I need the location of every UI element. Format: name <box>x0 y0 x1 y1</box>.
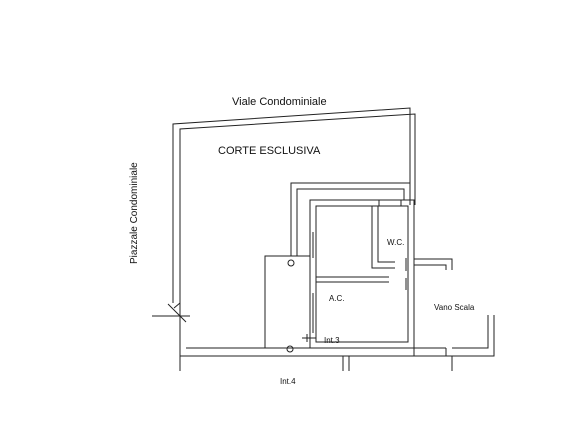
ac-wall <box>316 276 407 290</box>
apartment-walls <box>309 199 415 349</box>
int3-entry-marker <box>302 334 316 342</box>
plan-walls <box>152 107 495 371</box>
label-piazzale-condominiale: Piazzale Condominiale <box>129 162 140 264</box>
annex-fixture-bottom <box>286 345 294 353</box>
courtyard-boundary <box>172 107 416 309</box>
label-viale-condominiale: Viale Condominiale <box>232 96 327 108</box>
inner-enclosure <box>290 182 411 256</box>
stair-well-walls <box>413 258 495 357</box>
label-wc: W.C. <box>387 238 404 247</box>
label-ac: A.C. <box>329 294 345 303</box>
label-int3: Int.3 <box>324 336 340 345</box>
label-corte-esclusiva: CORTE ESCLUSIVA <box>218 145 321 157</box>
label-vano-scala: Vano Scala <box>434 303 475 312</box>
annex-fixture-top <box>287 259 295 267</box>
annex-room <box>264 255 311 349</box>
gate-symbol <box>152 302 190 330</box>
label-int4: Int.4 <box>280 377 296 386</box>
wc-partition <box>371 206 407 271</box>
